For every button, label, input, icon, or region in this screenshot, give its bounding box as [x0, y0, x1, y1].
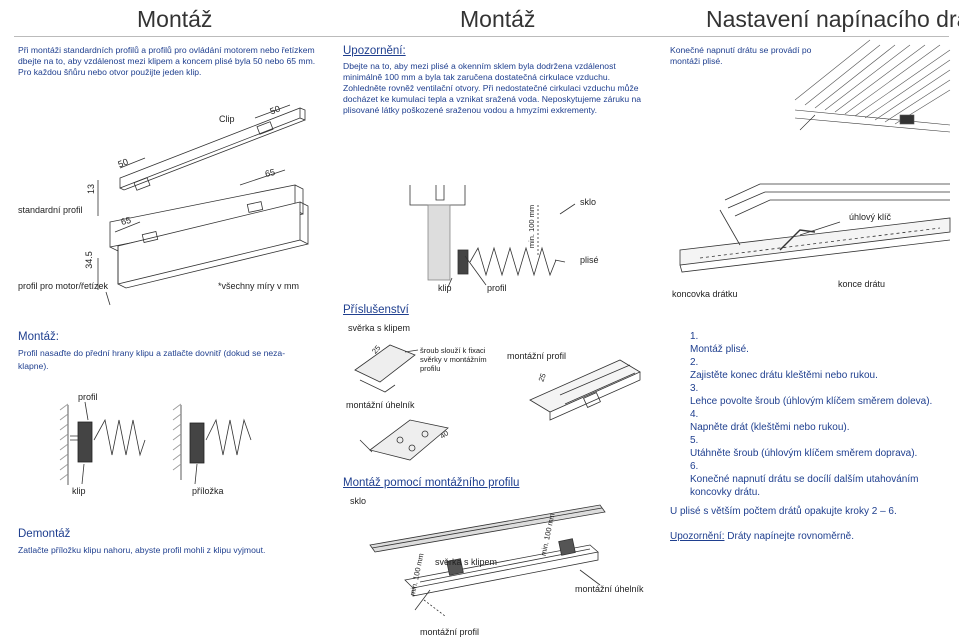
mp-clamp-label: svěrka s klipem	[435, 557, 498, 567]
klip-label: klip	[438, 283, 452, 293]
profil-label: profil	[487, 283, 507, 293]
step-3-text: Lehce povolte šroub (úhlovým klíčem směr…	[690, 396, 933, 407]
profile-standard-label: standardní profil	[18, 205, 83, 215]
acc-bracket-label: montážní úhelník	[346, 400, 415, 410]
clip-label: Clip	[219, 114, 235, 124]
col3-warning-heading: Upozornění:	[670, 531, 725, 542]
step-5-number: 5.	[690, 435, 699, 446]
step-6-text: Konečné napnutí drátu se docílí dalším u…	[690, 474, 919, 498]
profile-motor-label: profil pro motor/řetízek	[18, 281, 109, 291]
col1-title: Montáž	[137, 6, 213, 32]
mount-text: Profil nasaďte do přední hrany klipu a z…	[18, 348, 286, 371]
mp-profile-label: montážní profil	[420, 627, 480, 637]
step-3-number: 3.	[690, 383, 699, 394]
end-cap-label: koncovka drátku	[672, 289, 738, 299]
acc-screw-note: šroub slouží k fixaci svěrky v montážním…	[420, 346, 487, 373]
key-label: úhlový klíč	[849, 212, 892, 222]
col1-intro: Při montáži standardních profilů a profi…	[18, 45, 316, 77]
step-1-text: Montáž plisé.	[690, 344, 749, 355]
mount-heading: Montáž:	[18, 331, 59, 343]
title-divider	[14, 36, 949, 37]
mp-sklo-label: sklo	[350, 496, 367, 506]
repeat-note: U plisé s větším počtem drátů opakujte k…	[670, 506, 897, 517]
mp-bracket-label: montážní úhelník	[575, 584, 644, 594]
step-2-number: 2.	[690, 357, 699, 368]
mount-profile-heading: Montáž pomocí montážního profilu	[343, 477, 520, 489]
clip-drawing-klip: klip	[72, 486, 86, 496]
step-2-text: Zajistěte konec drátu kleštěmi nebo ruko…	[690, 370, 878, 381]
units-note: *všechny míry v mm	[218, 281, 300, 291]
accessories-heading: Příslušenství	[343, 304, 409, 316]
col2-warning-text: Dbejte na to, aby mezi plisé a okenním s…	[343, 61, 642, 115]
clip-drawing-prilozka: příložka	[192, 486, 224, 496]
acc-profile-label: montážní profil	[507, 351, 567, 361]
wire-end-label: konce drátu	[838, 279, 886, 289]
step-4-text: Napněte drát (kleštěmi nebo rukou).	[690, 422, 850, 433]
col2-title: Montáž	[460, 6, 536, 32]
step-4-number: 4.	[690, 409, 699, 420]
steps-list: 1. Montáž plisé. 2. Zajistěte konec drát…	[690, 330, 952, 499]
col3-intro: Konečné napnutí drátu se provádí po mont…	[670, 45, 812, 66]
col3-warning: Upozornění: Dráty napínejte rovnoměrně.	[670, 530, 854, 543]
col3-title: Nastavení napínacího drátu	[706, 6, 959, 32]
step-5-text: Utáhněte šroub (úhlovým klíčem směrem do…	[690, 448, 918, 459]
step-1-number: 1.	[690, 331, 699, 342]
clip-drawing-profil: profil	[78, 392, 98, 402]
col3-warning-text: Dráty napínejte rovnoměrně.	[727, 531, 854, 542]
step-6-number: 6.	[690, 461, 699, 472]
demount-text: Zatlačte příložku klipu nahoru, abyste p…	[18, 545, 266, 555]
plise-label: plisé	[580, 255, 599, 265]
acc-clamp-label: svěrka s klipem	[348, 323, 411, 333]
col2-warning-heading: Upozornění:	[343, 45, 406, 57]
demount-heading: Demontáž	[18, 528, 71, 540]
sklo-label: sklo	[580, 197, 597, 207]
